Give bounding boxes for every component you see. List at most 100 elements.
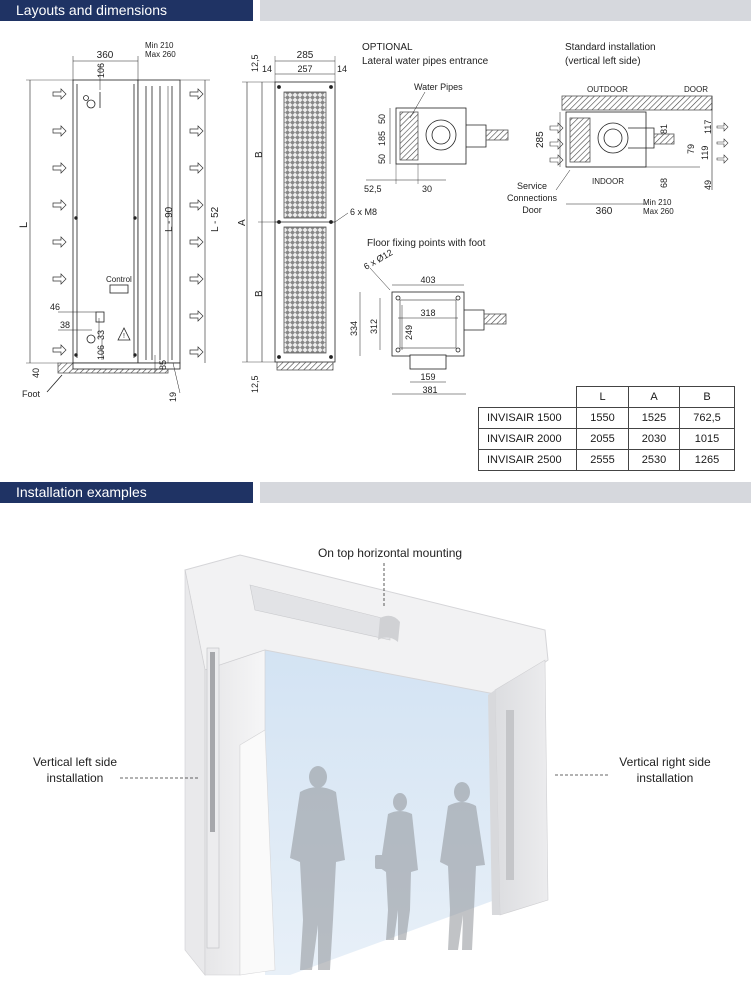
dim-52-5: 52,5 (364, 184, 382, 194)
dim-40: 40 (31, 368, 41, 378)
dim-30: 30 (422, 184, 432, 194)
dim-L-90: L - 90 (164, 206, 175, 232)
table-cell: 1525 (628, 407, 680, 429)
service-line1: Service (517, 181, 547, 191)
dim-159: 159 (420, 372, 435, 382)
dim-403: 403 (420, 275, 435, 285)
label-right-install-1: Vertical right side (619, 755, 711, 769)
side-view-labels: 12,5 285 14 257 14 B A B 12,5 6 x M8 (237, 50, 377, 393)
table-cell: 1265 (679, 449, 735, 471)
dim-360: 360 (97, 50, 114, 61)
table-cell: 2030 (628, 428, 680, 450)
dim-334: 334 (349, 321, 359, 336)
optional-title: OPTIONAL (362, 42, 413, 53)
svg-text:!: ! (123, 333, 125, 340)
standard-subtitle: (vertical left side) (565, 56, 641, 67)
optional-subtitle: Lateral water pipes entrance (362, 56, 489, 67)
dim-257: 257 (297, 64, 312, 74)
dim-A: A (237, 219, 248, 226)
dim-68: 68 (659, 178, 669, 188)
table-cell: 2530 (628, 449, 680, 471)
table-header-B: B (679, 386, 735, 408)
dim-285: 285 (297, 50, 314, 61)
optional-labels: OPTIONAL Lateral water pipes entrance Wa… (362, 42, 489, 194)
dim-285-std: 285 (535, 131, 546, 148)
dim-185: 185 (377, 131, 387, 146)
dimensions-table: L A B INVISAIR 1500 1550 1525 762,5 INVI… (478, 386, 735, 471)
indoor-label: INDOOR (592, 177, 624, 186)
table-row: INVISAIR 2500 2555 2530 1265 (478, 449, 735, 471)
side-view (242, 56, 349, 371)
foot-label: Foot (22, 389, 41, 399)
front-view: ! (26, 56, 210, 394)
label-top-mounting: On top horizontal mounting (317, 546, 463, 560)
dim-14-left: 14 (262, 64, 272, 74)
dim-B-bottom: B (254, 290, 265, 297)
floor-title: Floor fixing points with foot (367, 238, 486, 249)
table-header-L: L (576, 386, 629, 408)
section-title-layouts: Layouts and dimensions (0, 0, 253, 21)
table-header-blank (478, 386, 577, 408)
installation-illustration (120, 554, 610, 976)
section-header-installation: Installation examples (0, 482, 751, 503)
dim-B-top: B (254, 151, 265, 158)
water-pipes-label: Water Pipes (414, 82, 463, 92)
floor-fixing-drawing (359, 267, 507, 395)
outdoor-label: OUTDOOR (587, 85, 628, 94)
technical-drawings: ! (18, 41, 729, 402)
max-label: Max 260 (145, 50, 176, 59)
table-header-row: L A B (478, 386, 735, 408)
std-max: Max 260 (643, 207, 674, 216)
table-cell: 762,5 (679, 407, 735, 429)
table-cell-model: INVISAIR 1500 (478, 407, 577, 429)
table-cell: 2055 (576, 428, 629, 450)
dim-12-5-bottom: 12,5 (250, 375, 260, 393)
m8-label: 6 x M8 (350, 207, 377, 217)
section-title-installation: Installation examples (0, 482, 253, 503)
label-right-install-2: installation (636, 771, 694, 785)
table-cell-model: INVISAIR 2000 (478, 428, 577, 450)
dim-381: 381 (422, 385, 437, 395)
dim-L: L (18, 222, 30, 228)
dim-106-bottom: 106 (96, 345, 106, 360)
section-header-bar (260, 482, 751, 503)
dim-85: 85 (158, 360, 168, 370)
section-header-layouts: Layouts and dimensions (0, 0, 751, 21)
table-cell: 2555 (576, 449, 629, 471)
table-cell: 1015 (679, 428, 735, 450)
dim-318: 318 (420, 308, 435, 318)
control-label: Control (106, 275, 132, 284)
service-line2: Connections (507, 193, 558, 203)
min-label: Min 210 (145, 41, 174, 50)
dim-12-5-top: 12,5 (250, 54, 260, 72)
dim-33: 33 (96, 330, 106, 340)
optional-lateral-drawing (366, 91, 509, 184)
dim-38: 38 (60, 320, 70, 330)
table-header-A: A (628, 386, 680, 408)
dim-312: 312 (369, 319, 379, 334)
table-cell: 1550 (576, 407, 629, 429)
standard-installation-labels: Standard installation (vertical left sid… (507, 42, 713, 217)
dim-81: 81 (659, 124, 669, 134)
dim-14-right: 14 (337, 64, 347, 74)
label-left-install-1: Vertical left side (32, 755, 118, 769)
standard-title: Standard installation (565, 42, 656, 53)
section-header-bar (260, 0, 751, 21)
standard-installation-drawing (549, 95, 729, 205)
dim-19: 19 (168, 392, 178, 402)
dim-119: 119 (700, 146, 710, 160)
table-row: INVISAIR 2000 2055 2030 1015 (478, 428, 735, 450)
std-min: Min 210 (643, 198, 672, 207)
table-cell-model: INVISAIR 2500 (478, 449, 577, 471)
dim-50-bottom: 50 (377, 154, 387, 164)
dim-79: 79 (686, 144, 696, 154)
label-left-install-2: installation (46, 771, 104, 785)
dim-50-top: 50 (377, 114, 387, 124)
dim-249: 249 (404, 325, 414, 340)
dim-L-52: L - 52 (210, 206, 221, 232)
door-label: DOOR (684, 85, 708, 94)
floor-fixing-labels: Floor fixing points with foot 6 x Ø12 40… (349, 238, 486, 395)
table-row: INVISAIR 1500 1550 1525 762,5 (478, 407, 735, 429)
dim-46: 46 (50, 302, 60, 312)
dim-49: 49 (703, 180, 713, 190)
